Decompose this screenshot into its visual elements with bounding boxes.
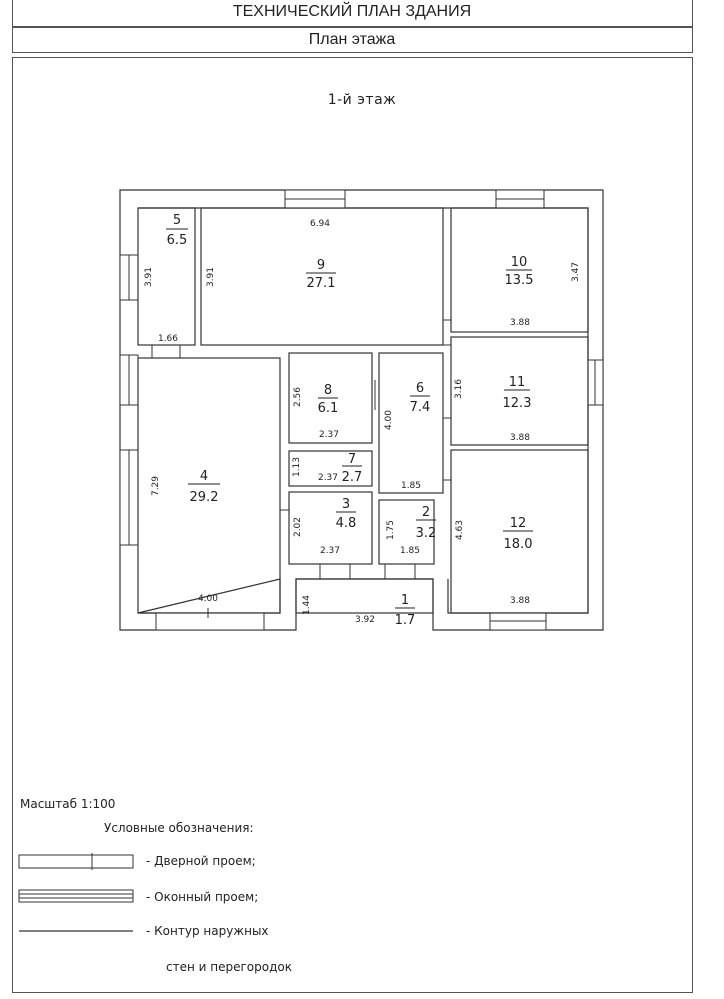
window [155,612,265,631]
dim-label: 1.85 [401,481,421,491]
sheet-subtitle: План этажа [308,31,396,48]
title-frame [12,0,693,27]
dim-label: 1.13 [292,457,302,477]
room-3-area: 4.8 [336,516,357,531]
room-11-outline [450,336,589,446]
room-8-outline [288,352,373,444]
dim-label: 1.75 [386,520,396,540]
dim-label: 3.88 [510,318,530,328]
room-7-outline [288,450,373,487]
room-9-outline [200,207,444,346]
dim-label: 2.56 [293,387,303,407]
dim-label: 2.37 [319,430,339,440]
room-5-area: 6.5 [167,233,188,248]
legend-door-label: - Дверной проем; [146,854,256,868]
room-5-number: 5 [173,213,181,228]
dim-label: 3.16 [454,379,464,399]
room-12-area: 18.0 [504,537,533,552]
dimension-labels: 6.94 3.91 3.91 1.66 3.47 3.88 2.56 2.37 … [144,219,581,625]
floor-label: 1-й этаж [327,92,397,108]
room-4-area: 29.2 [190,490,219,505]
dim-label: 1.66 [158,334,178,344]
room-4-number: 4 [200,469,208,484]
dim-label: 4.63 [455,520,465,540]
dim-label: 2.02 [293,517,303,537]
sheet-frame [12,57,693,993]
room-10-area: 13.5 [505,273,534,288]
dim-label: 3.91 [144,267,154,287]
room-3-outline [288,491,373,565]
document-title: ТЕХНИЧЕСКИЙ ПЛАН ЗДАНИЯ [232,3,472,20]
legend-window-label: - Оконный проем; [146,890,259,904]
room-7-area: 2.7 [342,470,363,485]
dim-label: 3.88 [510,433,530,443]
room-1-number: 1 [401,593,409,608]
room-7-number: 7 [348,452,356,467]
dim-label: 3.91 [206,267,216,287]
room-5-outline [137,207,196,346]
legend-contour-label-2: стен и перегородок [166,960,292,974]
room-1-outline [295,578,434,614]
room-11-area: 12.3 [503,396,532,411]
room-11-number: 11 [509,375,526,390]
room-8-number: 8 [324,383,332,398]
windows [119,189,604,631]
doors [151,319,451,618]
dim-label: 3.47 [571,262,581,282]
dim-label: 4.00 [198,594,218,604]
dim-label: 6.94 [310,219,330,229]
legend-title: Условные обозначения: [104,821,254,835]
legend-door-symbol [18,853,134,870]
scale-label: Масштаб 1:100 [20,797,116,811]
dim-label: 4.00 [384,410,394,430]
legend-contour-label: - Контур наружных [146,924,269,938]
dim-label: 1.44 [302,595,312,615]
room-4-outline [137,357,281,614]
room-2-outline [378,499,435,565]
room-3-number: 3 [342,497,350,512]
dim-label: 3.88 [510,596,530,606]
room-1-area: 1.7 [395,613,416,628]
room-6-number: 6 [416,381,424,396]
dim-label: 1.85 [400,546,420,556]
room-12-outline [450,449,589,614]
room-10-number: 10 [511,255,528,270]
dim-label: 3.92 [355,615,375,625]
room-2-number: 2 [422,505,430,520]
dim-label: 2.37 [318,473,338,483]
room-labels: 5 6.5 9 27.1 10 13.5 8 6.1 6 7.4 11 12.3… [166,213,533,628]
room-10-outline [450,207,589,333]
subtitle-frame [12,27,693,53]
room-9-number: 9 [317,258,325,273]
room-8-area: 6.1 [318,401,339,416]
room-9-area: 27.1 [307,276,336,291]
dim-label: 7.29 [151,476,161,496]
room-12-number: 12 [510,516,527,531]
room-6-area: 7.4 [410,400,431,415]
room-2-area: 3.2 [416,526,437,541]
legend-window-symbol [18,889,134,903]
dim-label: 2.37 [320,546,340,556]
legend-contour-symbol [19,930,133,932]
